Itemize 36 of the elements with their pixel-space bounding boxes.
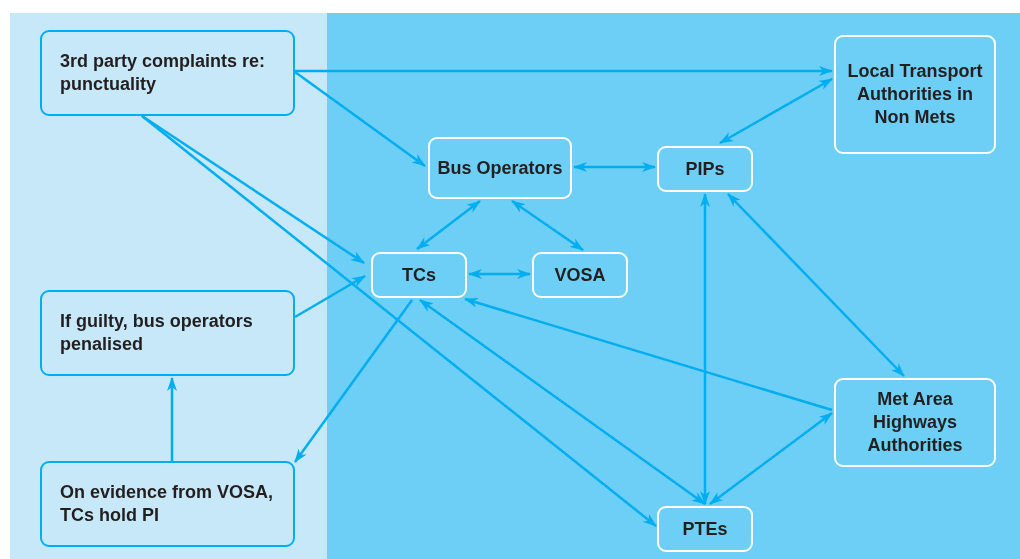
arrow [468,269,531,279]
note-box [40,30,295,116]
arrow [573,162,656,172]
arrow [719,77,833,145]
process-box [657,146,753,192]
box-label: On evidence from VOSA, TCs hold PI [60,481,275,527]
box-label: Local Transport Authorities in Non Mets [846,60,984,129]
note-box [40,290,295,376]
arrow [700,193,710,505]
process-box [371,252,467,298]
box-label: If guilty, bus operators penalised [60,310,254,356]
process-box [532,252,628,298]
box-label: 3rd party complaints re: punctuality [60,50,267,96]
arrow [294,71,426,167]
box-label: VOSA [554,263,606,287]
arrow [141,115,657,527]
arrow [511,199,584,252]
note-box [40,461,295,547]
arrow [294,299,413,463]
box-label: TCs [402,263,436,287]
arrow [416,200,481,250]
box-label: PIPs [685,157,725,181]
box-label: PTEs [682,517,728,541]
box-label: Bus Operators [437,156,563,180]
arrow [419,299,706,505]
arrow [167,377,177,461]
process-box [428,137,572,199]
process-box [657,506,753,552]
arrow [464,297,833,412]
arrow [727,193,905,377]
arrow [295,66,833,76]
arrow [294,274,366,319]
process-box [834,35,996,154]
arrow [709,412,833,505]
box-label: Met Area Highways Authorities [866,388,964,457]
process-box [834,378,996,467]
